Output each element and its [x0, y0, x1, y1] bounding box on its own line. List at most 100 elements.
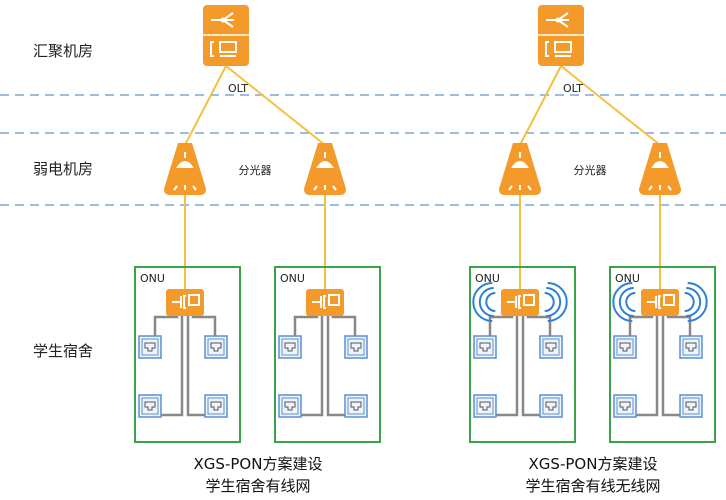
- socket-frame: [473, 335, 497, 359]
- wifi-wave-icon: [547, 282, 568, 322]
- splitter-body: [304, 143, 346, 195]
- socket-frame: [204, 394, 228, 418]
- fiber-link: [184, 65, 227, 146]
- socket-frame: [138, 394, 162, 418]
- light-icon: [313, 152, 337, 191]
- ethernet-socket: [679, 394, 703, 418]
- wifi-wave-icon: [618, 287, 634, 317]
- rj45-port-icon: [479, 401, 491, 411]
- usb-icon-dot: [555, 17, 561, 23]
- olt-device: [203, 5, 249, 66]
- socket-frame: [613, 394, 637, 418]
- splitter-body: [164, 143, 206, 195]
- olt-label: OLT: [563, 82, 583, 95]
- zone-label-weak-current: 弱电机房: [33, 160, 93, 178]
- ethernet-socket: [613, 394, 637, 418]
- ethernet-socket: [278, 335, 302, 359]
- onu-room: ONU: [274, 266, 381, 443]
- usb-icon: [211, 12, 234, 28]
- wifi-wave-icon: [625, 292, 636, 312]
- ethernet-socket: [344, 335, 368, 359]
- socket-inner: [347, 397, 365, 415]
- onu-icon: [312, 294, 340, 309]
- zone-label-aggregation: 汇聚机房: [33, 42, 93, 60]
- wifi-wave-icon: [544, 292, 555, 312]
- rj45-port-icon: [210, 342, 222, 352]
- socket-inner: [476, 397, 494, 415]
- light-icon: [648, 152, 672, 191]
- wifi-wave-icon: [546, 287, 562, 317]
- onu-room: ONU: [469, 266, 576, 443]
- ethernet-socket: [539, 335, 563, 359]
- socket-inner: [542, 397, 560, 415]
- socket-frame: [539, 394, 563, 418]
- wifi-wave-icon: [478, 287, 494, 317]
- ethernet-socket: [473, 394, 497, 418]
- splitter-device: [164, 143, 206, 195]
- wifi-wave-icon: [684, 292, 695, 312]
- rj45-port-icon: [144, 342, 156, 352]
- socket-inner: [207, 397, 225, 415]
- socket-frame: [278, 394, 302, 418]
- caption-subtitle: 学生宿舍有线无线网: [525, 477, 660, 495]
- computer-icon: [545, 41, 572, 57]
- caption-subtitle: 学生宿舍有线网: [205, 477, 310, 495]
- ethernet-cable: [293, 305, 357, 417]
- rj45-port-icon: [284, 401, 296, 411]
- zone-label-dormitory: 学生宿舍: [33, 342, 93, 360]
- socket-inner: [207, 338, 225, 356]
- wifi-wave-icon: [686, 287, 702, 317]
- room-border: [134, 266, 241, 443]
- ethernet-socket: [138, 394, 162, 418]
- ethernet-socket: [344, 394, 368, 418]
- rj45-port-icon: [284, 342, 296, 352]
- wifi-wave-icon: [485, 292, 496, 312]
- socket-inner: [281, 338, 299, 356]
- fiber-link: [225, 65, 326, 146]
- onu-label: ONU: [615, 272, 640, 285]
- socket-inner: [476, 338, 494, 356]
- ethernet-socket: [613, 335, 637, 359]
- rj45-port-icon: [545, 401, 557, 411]
- rj45-port-icon: [350, 401, 362, 411]
- wifi-wave-icon: [472, 282, 493, 322]
- splitter-label: 分光器: [574, 163, 607, 177]
- splitter-label: 分光器: [239, 163, 272, 177]
- ethernet-socket: [138, 335, 162, 359]
- caption-title: XGS-PON方案建设: [529, 455, 658, 473]
- ethernet-socket: [204, 335, 228, 359]
- onu-icon: [647, 294, 675, 309]
- wifi-wave-icon: [612, 282, 633, 322]
- splitter-device: [639, 143, 681, 195]
- socket-inner: [141, 338, 159, 356]
- rj45-port-icon: [619, 342, 631, 352]
- socket-inner: [682, 338, 700, 356]
- ethernet-socket: [539, 394, 563, 418]
- ethernet-cable: [153, 305, 217, 417]
- onu-icon: [172, 294, 200, 309]
- socket-frame: [679, 335, 703, 359]
- usb-icon: [546, 12, 569, 28]
- socket-frame: [278, 335, 302, 359]
- room-border: [274, 266, 381, 443]
- socket-inner: [347, 338, 365, 356]
- rj45-port-icon: [210, 401, 222, 411]
- computer-icon: [210, 41, 237, 57]
- olt-device: [538, 5, 584, 66]
- wifi-wave-icon: [687, 282, 708, 322]
- socket-inner: [542, 338, 560, 356]
- ethernet-socket: [204, 394, 228, 418]
- onu-label: ONU: [475, 272, 500, 285]
- socket-inner: [682, 397, 700, 415]
- rj45-port-icon: [685, 342, 697, 352]
- ethernet-socket: [473, 335, 497, 359]
- splitter-body: [639, 143, 681, 195]
- socket-inner: [616, 338, 634, 356]
- splitter-device: [304, 143, 346, 195]
- onu-room: ONU: [609, 266, 716, 443]
- splitter-device: [499, 143, 541, 195]
- rj45-port-icon: [685, 401, 697, 411]
- ethernet-cable: [488, 305, 552, 417]
- socket-frame: [679, 394, 703, 418]
